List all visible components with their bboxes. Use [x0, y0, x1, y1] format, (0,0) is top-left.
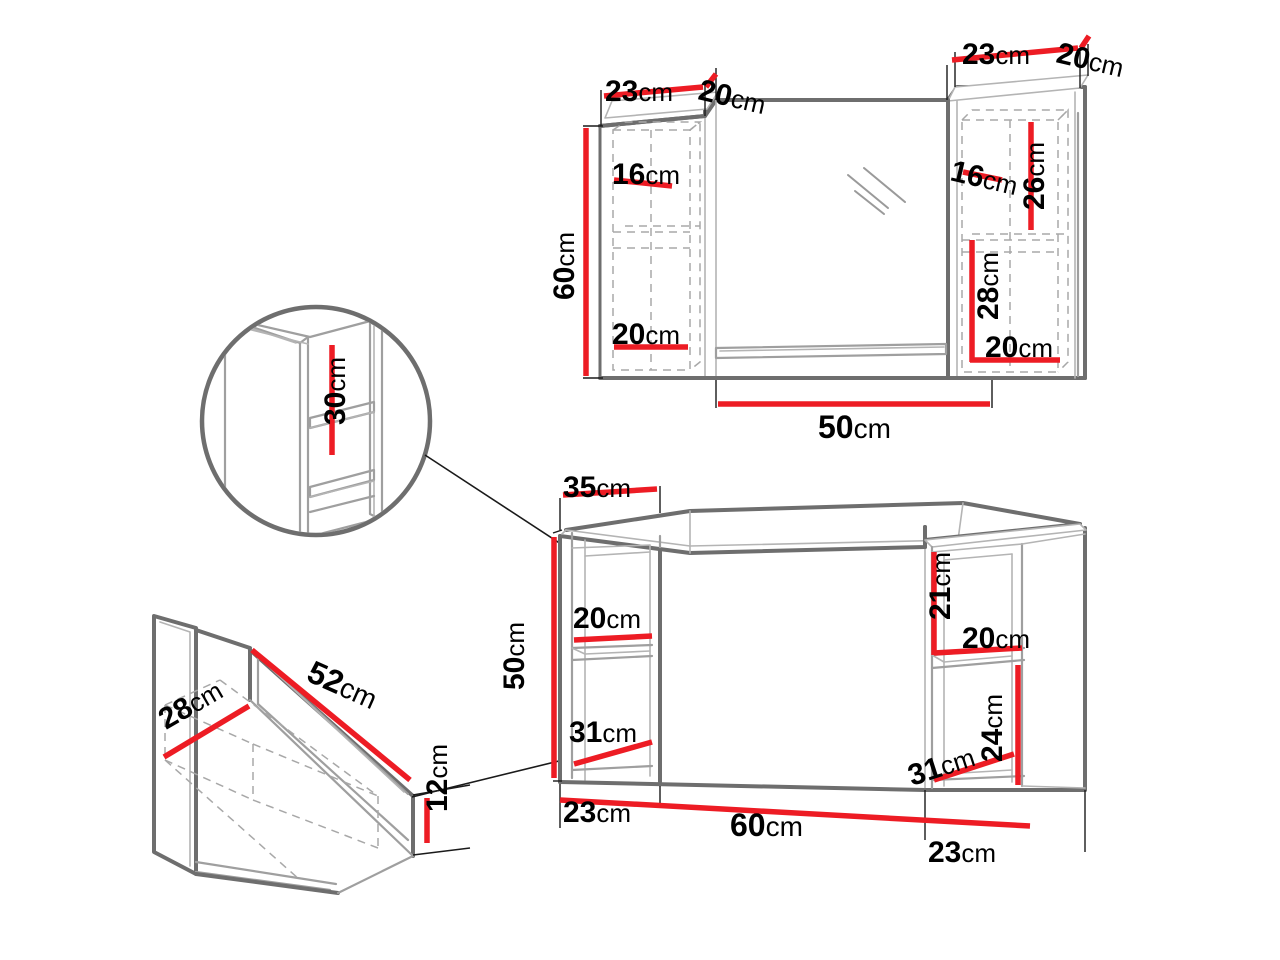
dim-side-35: [562, 486, 658, 498]
detail-callout-circle: [199, 304, 701, 636]
drawer-hidden-lines: [164, 679, 379, 881]
label-mirror-r26: 26cm: [1018, 142, 1051, 210]
label-side-50: 50cm: [498, 622, 531, 690]
label-side-35: 35cm: [563, 471, 631, 504]
label-mirror-l16: 16cm: [612, 158, 680, 191]
mirror-lower-shelf: [714, 342, 948, 360]
label-mirror-l20: 20cm: [612, 318, 680, 351]
dim-side-bottom-span: [559, 797, 1031, 829]
sideboard-drawing: [551, 486, 1087, 852]
label-mirror-tr-23: 23cm: [962, 38, 1030, 71]
dim-mirror-l16: [613, 177, 673, 189]
right-tower-hidden-shelves: [961, 108, 1070, 373]
dim-mirror-tr-20: [1078, 34, 1092, 50]
label-mirror-50: 50cm: [818, 409, 891, 445]
label-detail-30: 30cm: [319, 357, 352, 425]
label-mirror-r28: 28cm: [972, 252, 1005, 320]
dim-mirror-tl-23: [603, 84, 704, 99]
label-side-b60: 60cm: [730, 807, 803, 843]
label-drawer-12: 12cm: [421, 744, 454, 812]
dim-mirror-r16: [962, 169, 1003, 183]
label-side-r24: 24cm: [976, 694, 1009, 762]
label-mirror-tl-23: 23cm: [605, 75, 673, 108]
dim-drawer-52: [250, 647, 412, 783]
dim-side-l20: [573, 633, 653, 643]
label-mirror-r16: 16cm: [947, 155, 1021, 202]
dim-side-r20: [933, 645, 1023, 656]
leader-drawer-to-sideboard: [411, 759, 564, 798]
dim-drawer-28: [162, 703, 251, 760]
label-mirror-tl-20: 20cm: [695, 74, 769, 121]
label-side-b23l: 23cm: [563, 796, 631, 829]
mirror-unit-drawing: [583, 34, 1092, 408]
dim-mirror-tr-23: [951, 45, 1079, 63]
label-side-r21: 21cm: [924, 552, 957, 620]
dim-mirror-tl-20: [703, 72, 719, 89]
label-side-l31: 31cm: [569, 716, 637, 749]
label-mirror-60: 60cm: [548, 232, 581, 300]
left-tower-hidden-shelves: [612, 120, 703, 371]
label-mirror-r20: 20cm: [985, 331, 1053, 364]
label-side-b23r: 23cm: [928, 836, 996, 869]
mirror-glass-panel: [847, 167, 906, 215]
label-side-l20: 20cm: [573, 602, 641, 635]
label-side-r20: 20cm: [962, 622, 1030, 655]
dimension-labels: 23cm 20cm 23cm 20cm 60cm 16cm 20cm 16cm …: [153, 37, 1127, 869]
dim-side-r31: [933, 751, 1015, 783]
dim-side-l31: [573, 739, 653, 767]
drawer-drawing: [152, 614, 719, 895]
